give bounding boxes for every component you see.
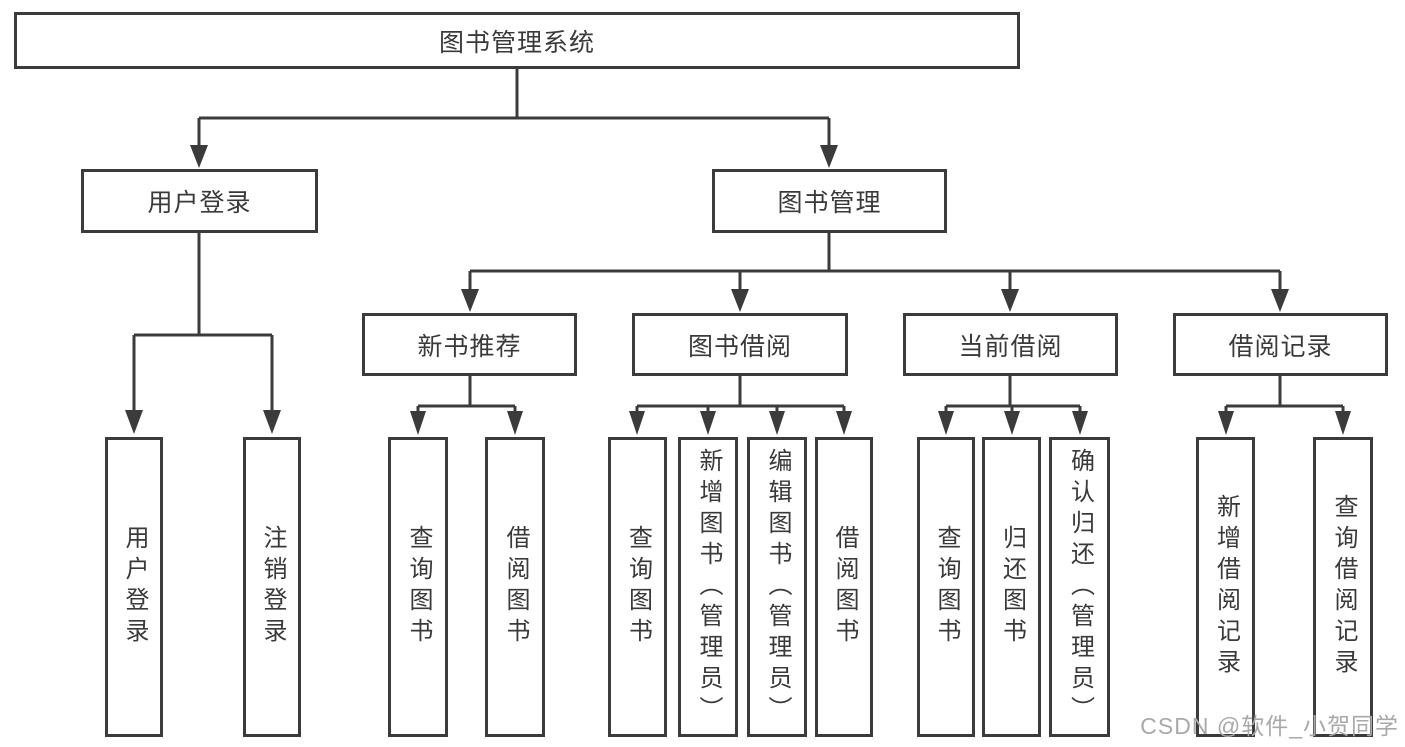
- connector-path: [132, 68, 1345, 413]
- leaf-label: 查询借阅记录: [1330, 494, 1357, 680]
- node-user-login: 用户登录: [81, 169, 318, 233]
- leaf-label: 查询图书: [933, 525, 960, 649]
- leaf-query-books-current: 查询图书: [917, 437, 975, 737]
- leaf-edit-books-admin: 编辑图书（管理员）: [747, 437, 807, 737]
- node-label: 图书管理: [777, 189, 882, 217]
- node-library-management-system: 图书管理系统: [14, 12, 1020, 69]
- leaf-add-books-admin: 新增图书（管理员）: [678, 437, 738, 737]
- leaf-label: 借阅图书: [502, 525, 529, 649]
- leaf-logout: 注销登录: [243, 437, 301, 737]
- leaf-label: 查询图书: [624, 525, 652, 649]
- node-label: 用户登录: [147, 189, 252, 217]
- leaf-label: 借阅图书: [831, 525, 858, 649]
- leaf-borrow-books: 借阅图书: [815, 437, 873, 737]
- leaf-user-login: 用户登录: [105, 437, 163, 737]
- leaf-label: 新增借阅记录: [1212, 494, 1240, 680]
- leaf-label: 确认归还（管理员）: [1066, 447, 1094, 727]
- leaf-return-books: 归还图书: [982, 437, 1041, 737]
- node-label: 图书借阅: [687, 332, 792, 361]
- leaf-confirm-return-admin: 确认归还（管理员）: [1049, 437, 1110, 737]
- node-new-book-recommendation: 新书推荐: [362, 313, 577, 376]
- node-label: 借阅记录: [1228, 332, 1333, 361]
- node-label: 当前借阅: [958, 332, 1063, 361]
- leaf-add-borrow-record: 新增借阅记录: [1196, 437, 1255, 737]
- leaf-label: 新增图书（管理员）: [695, 447, 722, 727]
- leaf-query-books-borrowing: 查询图书: [608, 437, 667, 737]
- arrowhead-icons: [125, 145, 1351, 435]
- node-book-borrowing: 图书借阅: [632, 313, 848, 376]
- node-label: 图书管理系统: [438, 28, 595, 57]
- node-book-management: 图书管理: [712, 169, 947, 233]
- leaf-label: 用户登录: [121, 525, 148, 649]
- node-current-borrowing: 当前借阅: [903, 313, 1118, 376]
- leaf-label: 编辑图书（管理员）: [764, 447, 791, 727]
- csdn-watermark: CSDN @软件_小贺同学: [1140, 713, 1399, 739]
- leaf-query-borrow-record: 查询借阅记录: [1313, 437, 1373, 737]
- leaf-label: 注销登录: [259, 525, 286, 649]
- leaf-query-books-recommend: 查询图书: [388, 437, 448, 737]
- node-label: 新书推荐: [417, 332, 522, 361]
- node-borrowing-records: 借阅记录: [1173, 313, 1388, 376]
- leaf-borrow-books-recommend: 借阅图书: [485, 437, 545, 737]
- leaf-label: 归还图书: [998, 525, 1026, 649]
- leaf-label: 查询图书: [405, 525, 432, 649]
